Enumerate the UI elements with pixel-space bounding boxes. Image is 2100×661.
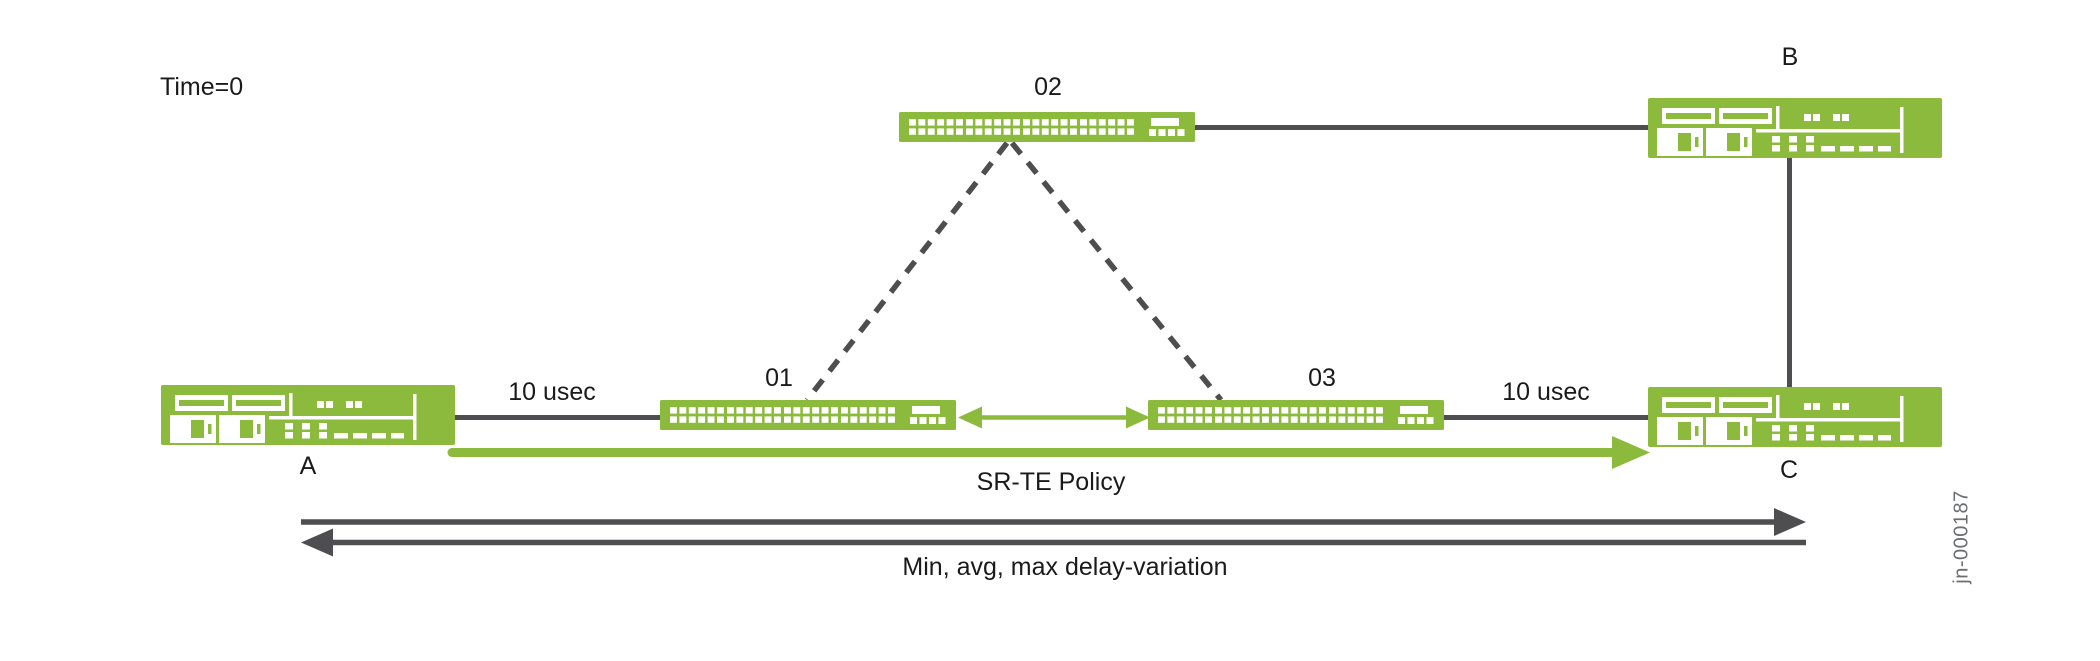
router-a-icon	[161, 385, 455, 445]
srte-policy-label: SR-TE Policy	[976, 468, 1126, 496]
node-label-02: 02	[1034, 73, 1062, 101]
router-c-icon	[1648, 387, 1942, 447]
link-02-to-01-dashed	[804, 141, 1010, 402]
time-label: Time=0	[160, 73, 244, 101]
link-label-10usec-left: 10 usec	[508, 378, 596, 406]
node-label-03: 03	[1308, 364, 1336, 392]
router-b-icon	[1648, 98, 1942, 158]
delay-arrow-right	[301, 508, 1806, 536]
figure-id-label: jn-000187	[1950, 490, 1973, 584]
link-label-10usec-right: 10 usec	[1502, 378, 1590, 406]
arrow-01-to-03-double	[958, 406, 1150, 429]
node-label-a: A	[299, 452, 317, 480]
srte-policy-arrow	[447, 436, 1650, 469]
switch-03-icon	[1148, 400, 1444, 430]
link-02-to-03-dashed	[1009, 141, 1224, 402]
switch-01-icon	[660, 400, 956, 430]
delay-arrow-left	[301, 528, 1806, 557]
switch-02-icon	[899, 112, 1195, 142]
node-label-01: 01	[765, 364, 793, 392]
delay-variation-label: Min, avg, max delay-variation	[902, 553, 1228, 581]
node-label-c: C	[1779, 456, 1799, 484]
node-label-b: B	[1781, 43, 1799, 71]
